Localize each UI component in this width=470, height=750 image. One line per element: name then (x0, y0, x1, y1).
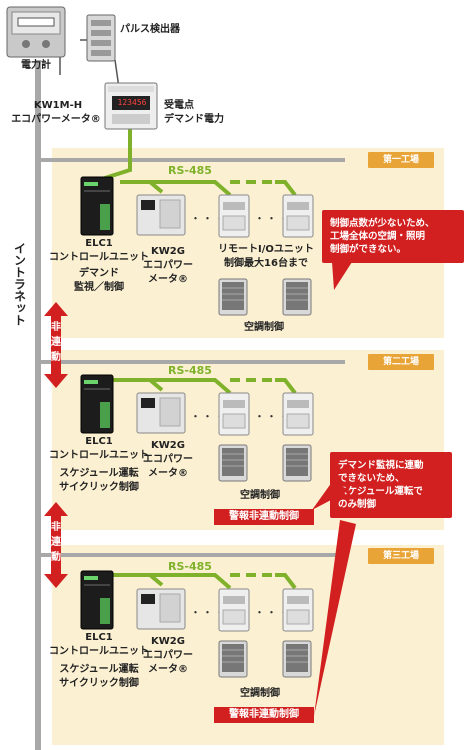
factory-1-elc1-icon (80, 176, 114, 236)
factory-2-rs485: RS-485 (168, 364, 212, 377)
factory-2-ac-1-icon (218, 444, 248, 482)
factory-2-elc-role-2: サイクリック制御 (59, 482, 139, 493)
demand-point-label: 受電点 (164, 100, 194, 111)
factory-3-ac-1-icon (218, 640, 248, 678)
factory-3-elc-sub: コントロールユニット (49, 646, 149, 657)
factory-1-callout-pointer (332, 262, 352, 290)
factory-2-alarm-label: 警報非連動制御 (214, 509, 314, 525)
factory-2-ac-label: 空調制御 (240, 490, 280, 501)
factory-2-kw2g-icon (136, 392, 186, 434)
factory-1-kw2g-2: エコパワー (143, 260, 193, 271)
pulse-detector-label: パルス検出器 (120, 24, 180, 35)
factory-2-elc1-icon (80, 374, 114, 434)
factory-3-elc-role-2: サイクリック制御 (59, 678, 139, 689)
nonlink-2-b: 連 (51, 537, 61, 548)
factory-1-remote-label-1: リモートI/Oユニット (218, 244, 314, 255)
factory-2-callout-pointer-2 (314, 520, 356, 716)
kw1m-display: 123456 (117, 98, 147, 107)
nonlink-1-c: 動 (51, 352, 61, 363)
factory-2-elc-sub: コントロールユニット (49, 450, 149, 461)
factory-1-ac-1-icon (218, 278, 248, 316)
factory-2-remote-io-1-icon (218, 392, 250, 436)
kw1m-meter-icon (104, 82, 158, 130)
factory-2-kw2g-2: エコパワー (143, 454, 193, 465)
factory-3-elc-name: ELC1 (85, 632, 113, 643)
nonlink-1-b: 連 (51, 337, 61, 348)
factory-2-kw2g-3: メータ® (148, 468, 188, 479)
factory-3-alarm-label: 警報非連動制御 (214, 707, 314, 723)
factory-1-kw2g-icon (136, 194, 186, 236)
nonlink-arrow-2 (44, 502, 68, 588)
factory-1-elc-name: ELC1 (85, 238, 113, 249)
factory-2-ac-2-icon (282, 444, 312, 482)
factory-2-callout: デマンド監視に連動 できないため、 スケジュール運転で のみ制御 (330, 452, 452, 518)
factory-2-remote-io-2-icon (282, 392, 314, 436)
power-meter-label: 電力計 (21, 60, 51, 71)
intranet-label: イントラネット (12, 242, 27, 329)
factory-1-elc-role-1: デマンド (79, 268, 119, 279)
kw1m-label: KW1M-H (33, 100, 83, 111)
factory-1-callout: 制御点数が少ないため、 工場全体の空調・照明 制御ができない。 (322, 210, 464, 263)
factory-2-kw2g-1: KW2G (151, 440, 185, 451)
factory-3-kw2g-icon (136, 588, 186, 630)
factory-1-remote-io-1-icon (218, 194, 250, 238)
factory-3-ac-2-icon (282, 640, 312, 678)
nonlink-arrow-1 (44, 302, 68, 388)
kw1m-sublabel: エコパワーメータ® (11, 114, 101, 125)
factory-3-remote-io-1-icon (218, 588, 250, 632)
factory-2-elc-name: ELC1 (85, 436, 113, 447)
factory-1-kw2g-3: メータ® (148, 274, 188, 285)
factory-3-tag: 第三工場 (368, 548, 434, 564)
power-meter-icon (6, 6, 66, 58)
factory-3-rs485: RS-485 (168, 560, 212, 573)
factory-1-ac-2-icon (282, 278, 312, 316)
intranet-text: イントラネット (12, 242, 27, 326)
factory-1-rs485: RS-485 (168, 164, 212, 177)
pulse-detector-icon (86, 14, 116, 62)
factory-1-remote-label-2: 制御最大16台まで (224, 258, 308, 269)
factory-1-elc-role-2: 監視／制御 (74, 282, 124, 293)
factory-3-kw2g-1: KW2G (151, 636, 185, 647)
factory-2-elc-role-1: スケジュール運転 (59, 468, 139, 479)
nonlink-2-c: 動 (51, 552, 61, 563)
factory-1-kw2g-1: KW2G (151, 246, 185, 257)
factory-3-elc1-icon (80, 570, 114, 630)
factory-1-elc-sub: コントロールユニット (49, 252, 149, 263)
factory-2-callout-pointer-1 (312, 482, 350, 510)
factory-3-remote-io-2-icon (282, 588, 314, 632)
factory-1-ac-label: 空調制御 (244, 322, 284, 333)
factory-3-kw2g-3: メータ® (148, 664, 188, 675)
factory-1-remote-io-2-icon (282, 194, 314, 238)
factory-3-ac-label: 空調制御 (240, 688, 280, 699)
nonlink-1-a: 非 (51, 322, 61, 333)
factory-2-tag: 第二工場 (368, 354, 434, 370)
factory-3-elc-role-1: スケジュール運転 (59, 664, 139, 675)
factory-1-tag: 第一工場 (368, 152, 434, 168)
nonlink-2-a: 非 (51, 522, 61, 533)
demand-power-label: デマンド電力 (164, 114, 224, 125)
factory-3-kw2g-2: エコパワー (143, 650, 193, 661)
